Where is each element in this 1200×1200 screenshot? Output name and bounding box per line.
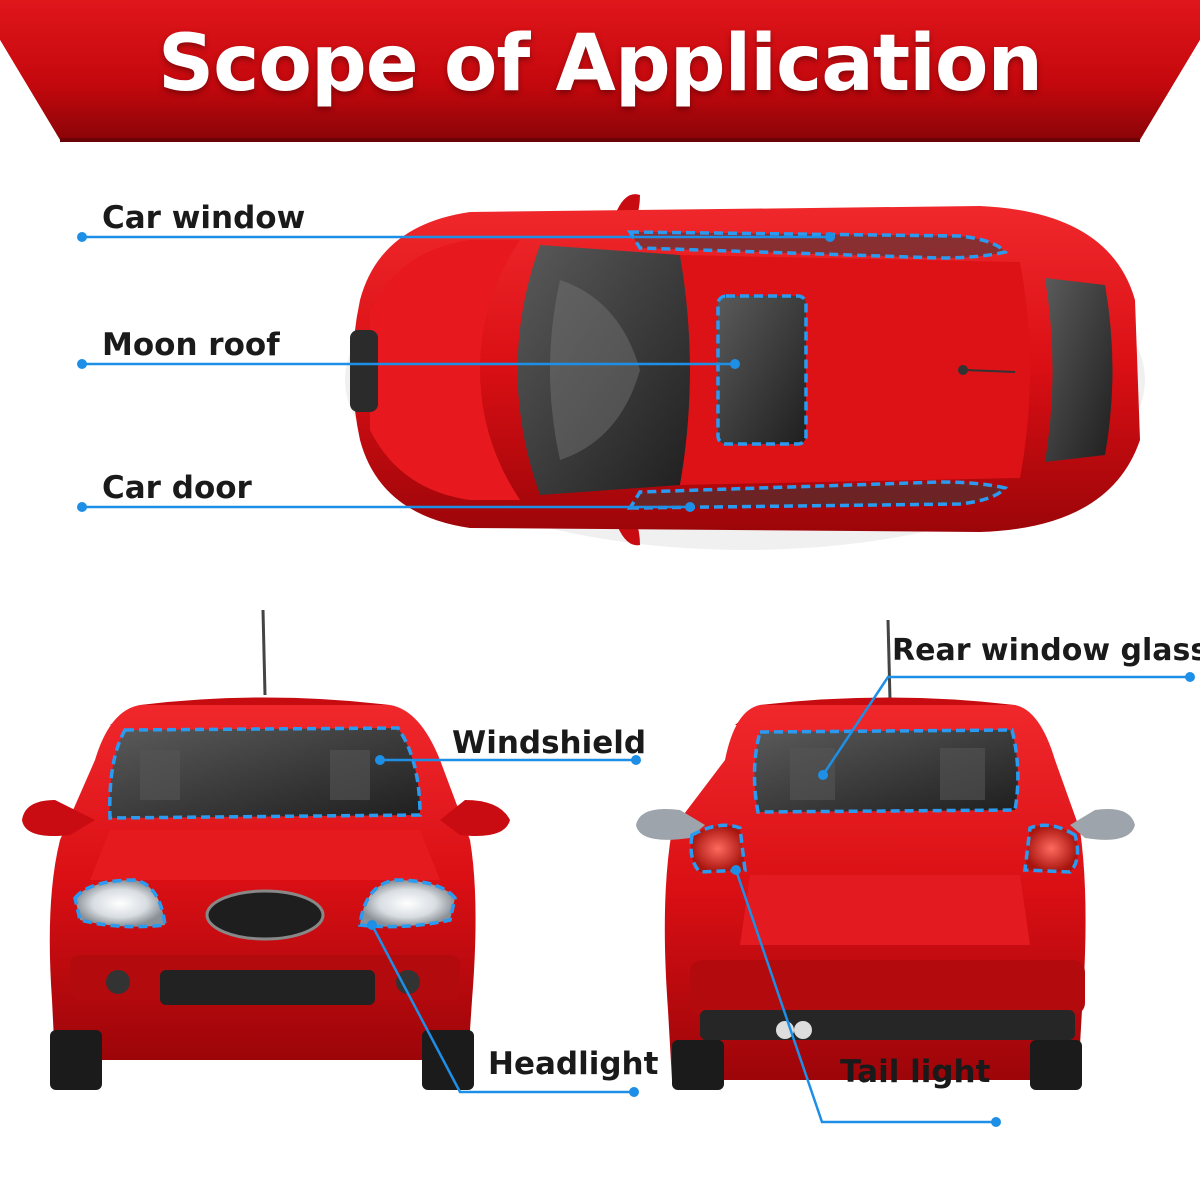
rear-window-dot: [1185, 672, 1195, 682]
moon-roof-dot: [77, 359, 87, 369]
front-view-car: [22, 609, 510, 1090]
label-moon-roof: Moon roof: [102, 327, 280, 363]
bottom-callout-lines: [370, 675, 1190, 1124]
label-car-window: Car window: [102, 200, 306, 236]
top-callout-lines: [82, 235, 830, 509]
car-window-dot: [77, 232, 87, 242]
label-headlight: Headlight: [488, 1046, 659, 1082]
label-windshield: Windshield: [452, 725, 647, 761]
page-title: Scope of Application: [157, 19, 1043, 109]
windshield-dot: [631, 755, 641, 765]
header-banner: [0, 0, 1200, 142]
headlight-dot: [629, 1087, 639, 1097]
top-view-car: [345, 194, 1145, 550]
label-rear-window-glass: Rear window glass: [892, 633, 1200, 668]
tail-light-dot: [991, 1117, 1001, 1127]
label-car-door: Car door: [102, 470, 252, 506]
rear-view-car: [636, 619, 1135, 1090]
car-door-dot: [77, 502, 87, 512]
label-tail-light: Tail light: [840, 1054, 991, 1090]
